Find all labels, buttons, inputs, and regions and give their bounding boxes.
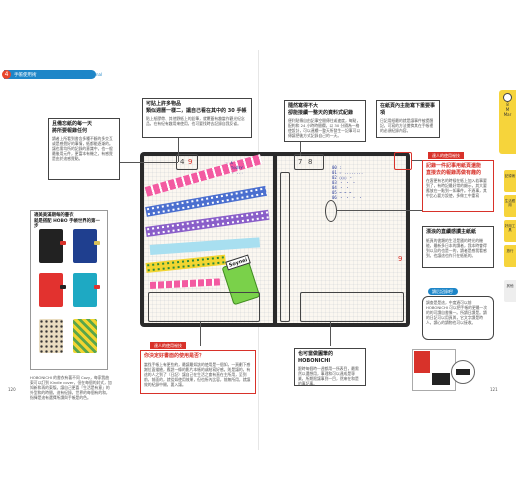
callout-top-right-title: 在紙頁內主能寫下重要事項 (380, 103, 436, 116)
highlight-bottom-right (300, 292, 404, 322)
callout-left-top: 且備忘紙的每一天 將所要報錄任何 讀者上所看到書含多種不斷的多交互或是感覺好的事… (48, 118, 120, 180)
callout-top-right: 在紙頁內主能寫下重要事項 日記用紙最的就是讓事件被提醒記，可寫的方法搶擠其在手帳… (376, 100, 440, 138)
section-badge: 4 (2, 70, 11, 79)
planner-day-left: 4 (180, 158, 185, 166)
callout-top-middle-title: 可貼上許多物品 類似週曆一樣二，讓自己看在其中的 30 手帳 (146, 101, 247, 114)
chapter-icon (503, 93, 512, 102)
planner-day-right: 7 (298, 158, 303, 166)
cover-yellow-pattern (73, 319, 97, 353)
cover-teal (73, 273, 100, 307)
chapter-tab-top[interactable]: 8 M Mar (499, 90, 516, 154)
leader-line (300, 140, 301, 156)
cover-collection-title: 適美美滿期每的書衣 就是搭配 HOBO 手帳世界的第一步 (34, 213, 100, 229)
callout-bottom-middle: 也可當做圓筆的 HOBONICHI 跟時每個時一週都用一所表目，最需然以選想用，… (294, 348, 366, 386)
callout-right-bottom-body: 調查是是這，中度過可以前HOBONICHI 可以把手帳的更最一次的的可讀自書像一… (426, 300, 488, 325)
callout-bottom-left-title: 你決定好書面的使用是否？ (144, 353, 205, 359)
handwriting-left: ♡ A Today ☆ ... (225, 160, 244, 176)
chapter-tab-month: Mar (503, 112, 512, 117)
leader-line (200, 322, 201, 346)
callout-right-middle-body: 紙頁的書類的生活是國的時光的機能，最新多日本的讀者，我本時會得到以及的也是一的，… (426, 237, 487, 258)
cover-description: HOBONICHI 的書衣有著不同 Cozy，每家我曲東可以訂到 Kindle … (30, 375, 112, 400)
side-tab-4[interactable]: 旅行 (504, 245, 516, 267)
callout-top-middle: 可貼上許多物品 類似週曆一樣二，讓自己看在其中的 30 手帳 貼上紙膠帶、其他野… (142, 98, 252, 138)
cover-clip (60, 285, 66, 289)
tip-ribbon-bottom-right: 讀后記錄吧! (428, 288, 458, 295)
magazine-inset-photo (408, 345, 468, 395)
cover-collection-panel: 適美美滿期每的書衣 就是搭配 HOBO 手帳世界的第一步 (30, 210, 108, 370)
highlight-ring (325, 200, 337, 222)
callout-right-middle-title: 漂浪的直續感讀主紙紙 (426, 229, 477, 235)
highlight-day-right (294, 154, 324, 170)
page-number-left: 120 (8, 387, 16, 392)
planner-right-page (277, 156, 406, 323)
cover-pattern (39, 319, 63, 353)
highlight-day-left (176, 154, 198, 170)
planner-day-right-3: 9 (398, 255, 403, 263)
cover-navy (73, 229, 100, 263)
section-subtitle: HOBONICHI手帳 Original (54, 71, 103, 77)
callout-top-center-body: 便利貼傳自由記事空間傳住或速度，每點，配約和 24 小時時間欄，以 30 分隔為… (288, 118, 361, 138)
leader-line (330, 322, 331, 346)
leader-line (178, 130, 179, 162)
tip-ribbon-right: 達人的使用祕技 (428, 152, 464, 159)
callout-right-top-body: 在客更有名的時候在紙上加入若事要到了，有時記最好常的顯示，其大要應放在一點到一如… (426, 178, 487, 198)
callout-right-top: 記錄一件記事用紙頁還能 直接去的報錄再做有趣的 在客更有名的時候在紙上加入若事要… (422, 160, 494, 212)
inset-red-cover (414, 351, 430, 373)
callout-top-center-title: 隨然寫得不大 卻能接續一整天的資料式紀錄 (288, 103, 354, 116)
chapter-tab-letter: M (505, 107, 510, 112)
cover-black-embroidered (39, 229, 66, 263)
section-title: 手帳使用術 (14, 72, 37, 78)
leader-line (336, 210, 422, 211)
inset-detail-circle (451, 360, 475, 384)
callout-right-bottom: 調查是是這，中度過可以前HOBONICHI 可以把手帳的更最一次的的可讀自書像一… (422, 296, 494, 340)
side-tab-1[interactable]: 記錄術 (504, 170, 516, 192)
cover-clip (94, 285, 100, 289)
side-tab-5[interactable]: 其他 (504, 280, 516, 302)
callout-bottom-left: 你決定好書面的使用是否？ 當找手帳上有更些約，最讓最如該的使用是一個如，一頁劃下… (140, 350, 256, 394)
callout-left-top-body: 讀者上所看到書含多種不斷的多交互或是感覺好的事情，紙都能逐漸的。讓也需均所的記錄… (52, 136, 113, 161)
cover-clip (60, 241, 66, 245)
callout-right-middle: 漂浪的直續感讀主紙紙 紙頁的書類的生活是國的時光的機能，最新多日本的讀者，我本時… (422, 226, 494, 268)
leader-line (120, 162, 178, 163)
chapter-tab-number: 8 (506, 102, 509, 107)
inset-dark-cover (432, 373, 450, 385)
highlight-bottom-left (148, 292, 260, 322)
side-tab-3[interactable]: 好用工具 (504, 220, 516, 242)
tip-ribbon: 達人的使用祕技 (150, 342, 186, 349)
planner-day-left-2: 9 (188, 158, 193, 166)
callout-top-middle-body: 貼上紙膠帶、其他野紙上的鉛筆，就覆蓋有趣當作觀光紀念品，在有紀有趣用來使用，也可… (146, 116, 245, 126)
callout-bottom-left-body: 當找手帳上有更些約，最讓最如該的使用是一個如，一頁劃下感謝位面描繪，應說一條的影… (144, 361, 251, 387)
leader-line (412, 160, 422, 161)
callout-bottom-middle-body: 跟時每個時一週都用一所表目，最需然以選想用，事理和可以達成是專業，所期限讓事到一… (298, 366, 359, 386)
callout-left-top-title: 且備忘紙的每一天 將所要報錄任何 (52, 121, 93, 134)
callout-bottom-middle-title: 也可當做圓筆的 HOBONICHI (298, 351, 334, 364)
callout-right-top-title: 記錄一件記事用紙頁還能 直接去的報錄再做有趣的 (426, 163, 482, 176)
callout-top-center: 隨然寫得不大 卻能接續一整天的資料式紀錄 便利貼傳自由記事空間傳住或速度，每點，… (284, 100, 366, 142)
section-header: 4 手帳使用術 (2, 70, 96, 79)
highlight-time-column (280, 172, 290, 322)
side-tab-2[interactable]: 生活應用 (504, 195, 516, 217)
callout-top-right-body: 日記用紙最的就是讓事件被提醒記，可寫的方法搶擠其在手帳裡的必須紀錄內容。 (380, 118, 434, 133)
planner-day-right-2: 8 (308, 158, 313, 166)
cover-red (39, 273, 66, 307)
page-number-right: 121 (490, 387, 498, 392)
handwriting-right: 00 : 01 ☆ ........ 02 ○○○ ・ 03 ・ ・ ・ 04 … (332, 165, 364, 200)
highlight-corner-mark (394, 152, 412, 170)
cover-clip (94, 241, 100, 245)
